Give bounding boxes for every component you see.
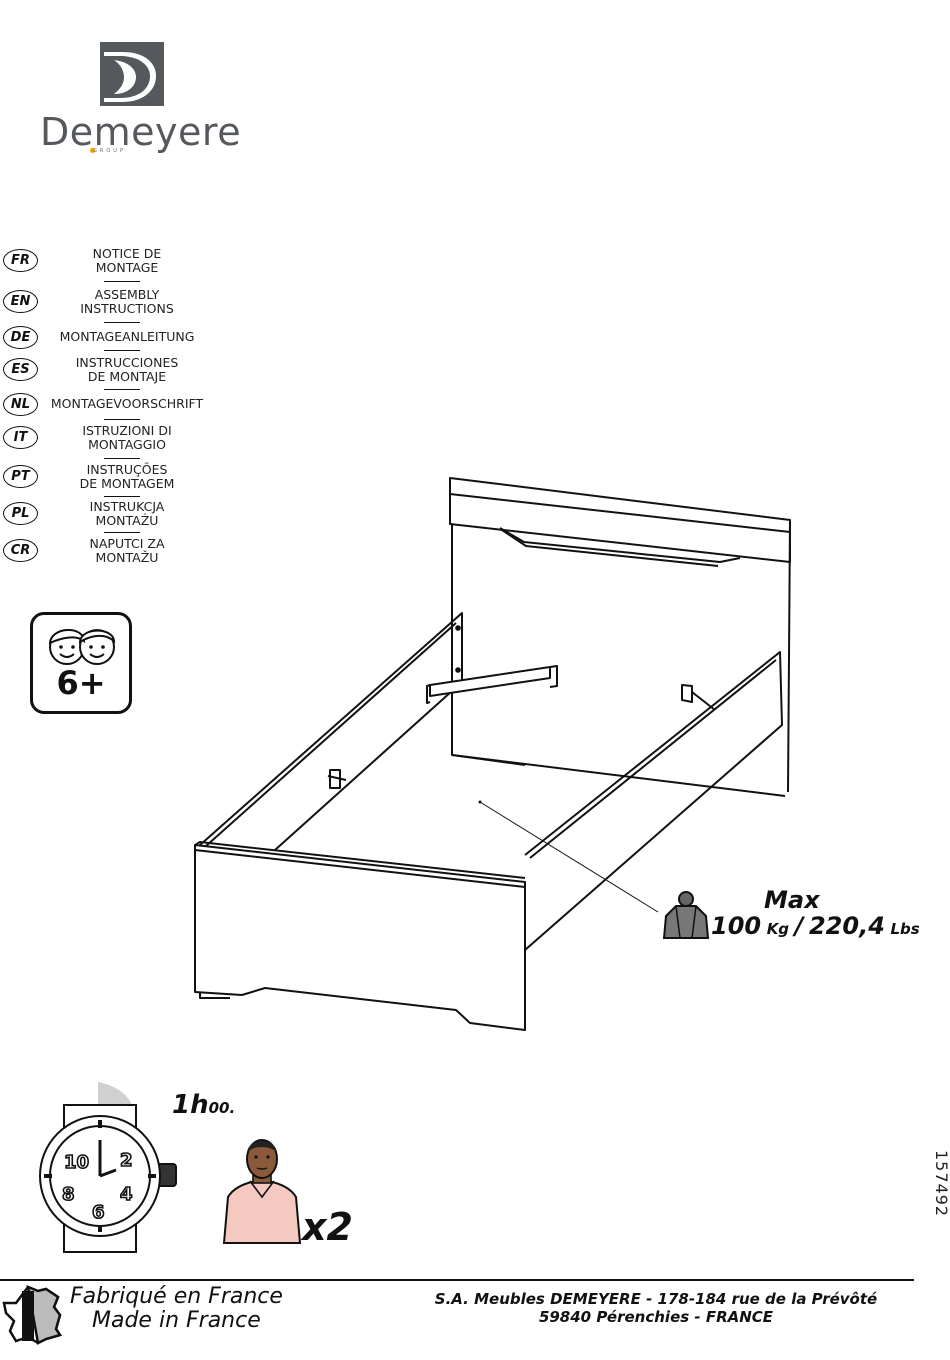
language-title-line: INSTRUÇÕES [86, 462, 168, 477]
language-divider [104, 389, 140, 390]
france-map-icon [2, 1285, 64, 1345]
max-weight-label: Max [764, 886, 820, 914]
language-title: MONTAGEANLEITUNG [42, 330, 212, 344]
language-divider [104, 281, 140, 282]
language-title-line: DE MONTAJE [87, 369, 167, 384]
language-row-pt: PT INSTRUÇÕES DE MONTAGEM [0, 462, 240, 492]
language-title-line: MONTAGE [95, 260, 159, 275]
language-title-line: MONTAŽU [95, 550, 159, 565]
language-divider [104, 322, 140, 323]
language-divider [104, 419, 140, 420]
company-address-line1: S.A. Meubles DEMEYERE - 178-184 rue de l… [434, 1290, 878, 1308]
watch-number: 4 [120, 1184, 133, 1205]
language-code-badge: PT [3, 465, 38, 488]
time-hours: 1h [172, 1090, 209, 1120]
language-title: INSTRUCCIONES DE MONTAJE [42, 356, 212, 384]
language-title-line: MONTAGEVOORSCHRIFT [50, 396, 204, 411]
language-title-line: NOTICE DE [92, 246, 162, 261]
language-row-it: IT ISTRUZIONI DI MONTAGGIO [0, 423, 240, 453]
language-code-badge: DE [3, 326, 38, 349]
language-title: MONTAGEVOORSCHRIFT [42, 397, 212, 411]
language-title-line: NAPUTCI ZA [89, 536, 165, 551]
language-code-badge: NL [3, 393, 38, 416]
people-count: x2 [302, 1205, 353, 1249]
kg-value: 100 [711, 912, 762, 940]
language-row-es: ES INSTRUCCIONES DE MONTAJE [0, 355, 240, 385]
age-warning-badge [30, 612, 132, 714]
language-title: ASSEMBLY INSTRUCTIONS [42, 288, 212, 316]
language-row-pl: PL INSTRUKCJA MONTAŻU [0, 499, 240, 529]
bed-assembly-illustration [180, 470, 810, 1050]
weight-separator: / [794, 912, 804, 940]
lbs-unit: Lbs [890, 920, 920, 938]
language-title-line: ASSEMBLY [94, 287, 160, 302]
company-address-line2: 59840 Pérenchies - FRANCE [538, 1308, 774, 1326]
assembly-time: 1h00. [172, 1090, 235, 1120]
language-code-badge: FR [3, 249, 38, 272]
made-in-france-fr: Fabriqué en France [70, 1284, 283, 1309]
person-icon [220, 1135, 304, 1250]
language-divider [104, 458, 140, 459]
language-row-nl: NL MONTAGEVOORSCHRIFT [0, 392, 240, 422]
language-title-line: MONTAGGIO [88, 437, 166, 452]
language-title: INSTRUKCJA MONTAŻU [42, 500, 212, 528]
weight-icon [662, 890, 710, 942]
language-title-line: DE MONTAGEM [79, 476, 175, 491]
brand-name: Demeyere [40, 110, 242, 154]
language-divider [104, 350, 140, 351]
language-divider [104, 532, 140, 533]
language-title: NOTICE DE MONTAGE [42, 247, 212, 275]
language-row-cr: CR NAPUTCI ZA MONTAŽU [0, 536, 240, 566]
language-code-badge: CR [3, 539, 38, 562]
demeyere-logo-icon [100, 42, 164, 106]
footer-divider [0, 1279, 914, 1281]
watch-number: 2 [120, 1150, 133, 1171]
brand-accent-dot [90, 148, 95, 153]
watch-icon: 10 2 8 4 6 [38, 1080, 178, 1255]
language-title-line: ISTRUZIONI DI [82, 423, 172, 438]
language-title-line: INSTRUCTIONS [80, 301, 174, 316]
max-weight-value: 100 Kg / 220,4 Lbs [711, 912, 920, 940]
language-row-de: DE MONTAGEANLEITUNG [0, 325, 240, 355]
watch-number: 10 [64, 1152, 89, 1173]
language-title: INSTRUÇÕES DE MONTAGEM [42, 463, 212, 491]
watch-number: 6 [92, 1202, 105, 1223]
language-code-badge: EN [3, 290, 38, 313]
watch-number: 8 [62, 1184, 75, 1205]
kg-unit: Kg [766, 920, 790, 938]
language-title: NAPUTCI ZA MONTAŽU [42, 537, 212, 565]
brand-group-label: GROUP [93, 148, 126, 154]
language-title-line: INSTRUCCIONES [75, 355, 179, 370]
language-divider [104, 496, 140, 497]
language-code-badge: ES [3, 358, 38, 381]
language-row-en: EN ASSEMBLY INSTRUCTIONS [0, 287, 240, 317]
age-label: 6+ [56, 664, 106, 702]
language-title: ISTRUZIONI DI MONTAGGIO [42, 424, 212, 452]
language-title-line: INSTRUKCJA [89, 499, 165, 514]
time-minutes: 00. [208, 1099, 236, 1117]
children-faces-icon [48, 628, 116, 665]
language-code-badge: PL [3, 502, 38, 525]
language-title-line: MONTAŻU [95, 513, 159, 528]
document-reference: 157492 [932, 1150, 950, 1218]
language-title-line: MONTAGEANLEITUNG [59, 329, 195, 344]
language-row-fr: FR NOTICE DE MONTAGE [0, 246, 240, 276]
language-code-badge: IT [3, 426, 38, 449]
lbs-value: 220,4 [808, 912, 885, 940]
made-in-france-en: Made in France [92, 1308, 261, 1333]
